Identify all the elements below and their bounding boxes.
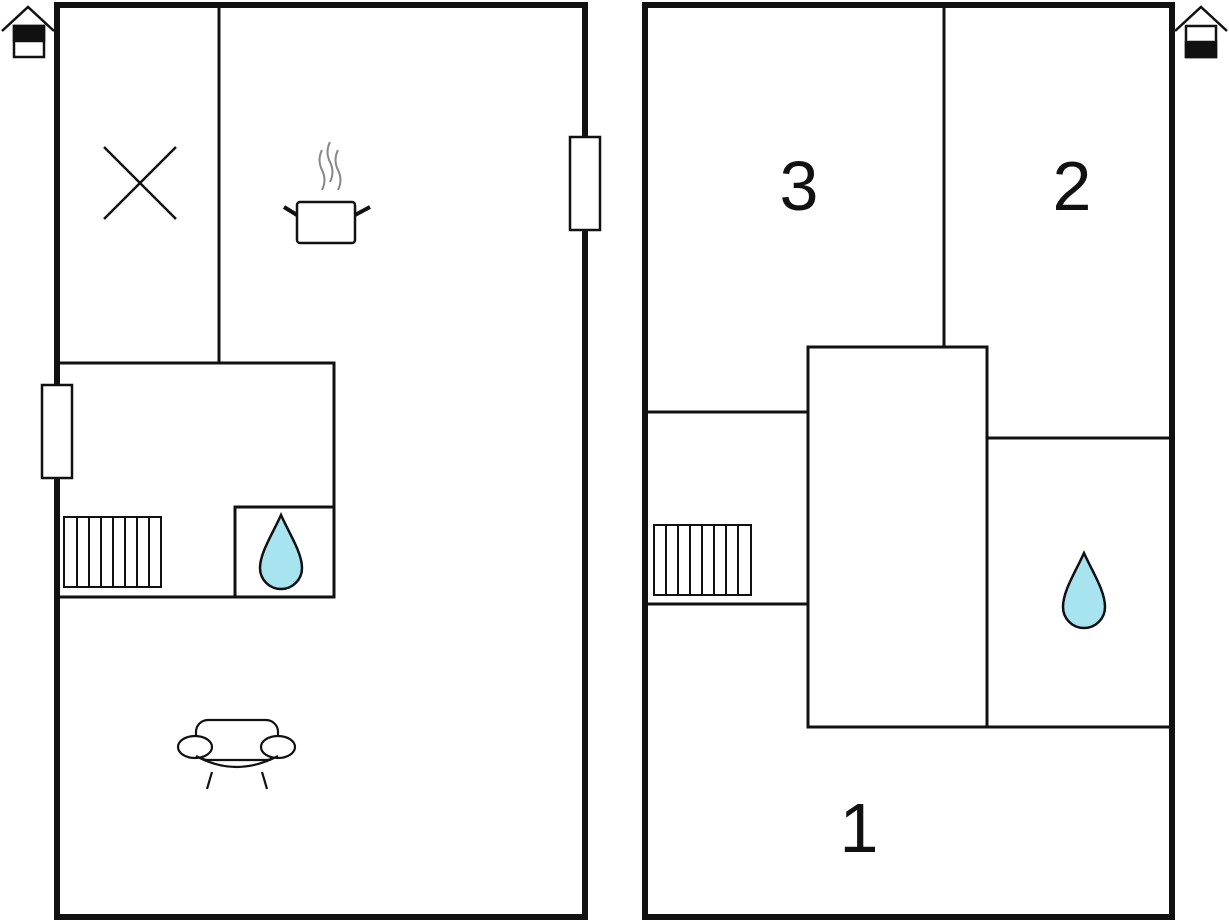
cooking-pot-icon [282, 141, 371, 245]
wall-segment [57, 361, 336, 599]
ground-floor-plan [1, 2, 602, 920]
window-icon [40, 383, 74, 480]
first-floor-plan: 3 2 1 [642, 2, 1228, 920]
room-label-2: 2 [1053, 147, 1092, 225]
stairs-icon [653, 524, 752, 596]
first-floor-outer-wall [642, 2, 1175, 920]
dining-table-icon [103, 146, 177, 220]
sofa-icon [176, 718, 297, 790]
room-label-3: 3 [780, 147, 819, 225]
ground-floor-outer-wall [54, 2, 588, 920]
room-label-1: 1 [840, 789, 879, 867]
house-ground-floor-icon [1, 5, 55, 59]
window-icon [568, 135, 602, 232]
house-upper-floor-icon [1174, 5, 1228, 59]
water-drop-icon [258, 511, 304, 591]
bathroom-wall [233, 505, 336, 599]
hallway-wall [806, 345, 989, 729]
water-drop-icon [1061, 549, 1107, 630]
stairs-icon [63, 516, 162, 588]
